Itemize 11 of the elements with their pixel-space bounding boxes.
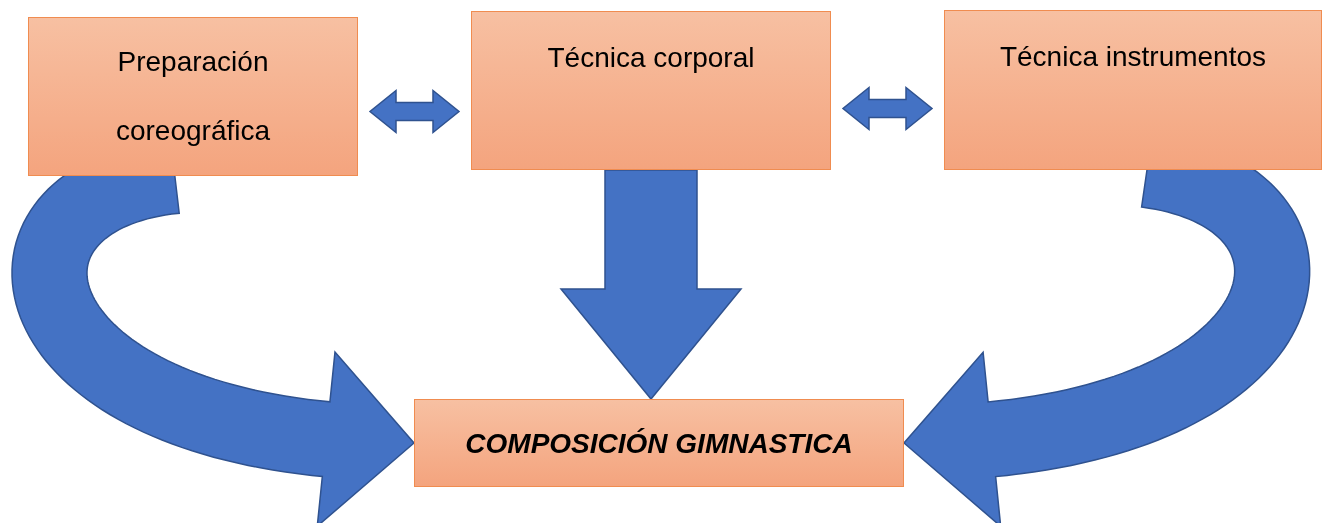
block-arrow	[559, 169, 743, 401]
node-text: Técnica corporal	[547, 41, 755, 75]
block-arrow	[841, 85, 934, 132]
process-box	[944, 10, 1322, 170]
process-box	[414, 399, 904, 487]
node-text: Técnica instrumentos	[999, 40, 1267, 74]
block-arrow	[368, 88, 461, 135]
node-text: Preparación coreográfica	[114, 44, 272, 148]
process-box	[471, 11, 831, 170]
process-box	[28, 17, 358, 176]
node-text: COMPOSICIÓN GIMNASTICA	[465, 426, 853, 461]
